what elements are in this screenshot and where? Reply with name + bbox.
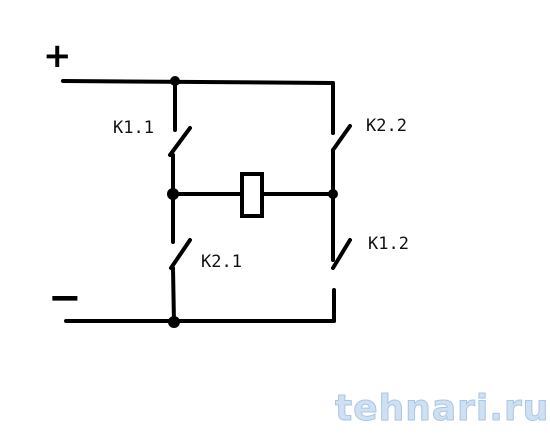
left-lower-wire [171,266,176,325]
switch-k1-2 [331,238,352,270]
switch-k2-1 [169,238,192,270]
switch-k1-1 [168,126,192,157]
label-k2-2: K2.2 [366,116,407,136]
watermark-text: tehnari.ru [335,388,549,429]
positive-bus-wire [61,79,335,85]
switch-k2-2 [331,124,352,152]
label-k1-2: K1.2 [368,234,409,254]
label-k2-1: K2.1 [201,252,242,272]
positive-terminal-label: + [43,36,72,76]
junction-bottom-left [168,316,180,328]
junction-mid-left [167,188,179,200]
relay-coil-symbol [240,172,264,218]
junction-mid-right [328,189,338,199]
junction-top-left [170,76,180,86]
negative-terminal-label: − [48,275,82,321]
label-k1-1: K1.1 [113,118,154,138]
